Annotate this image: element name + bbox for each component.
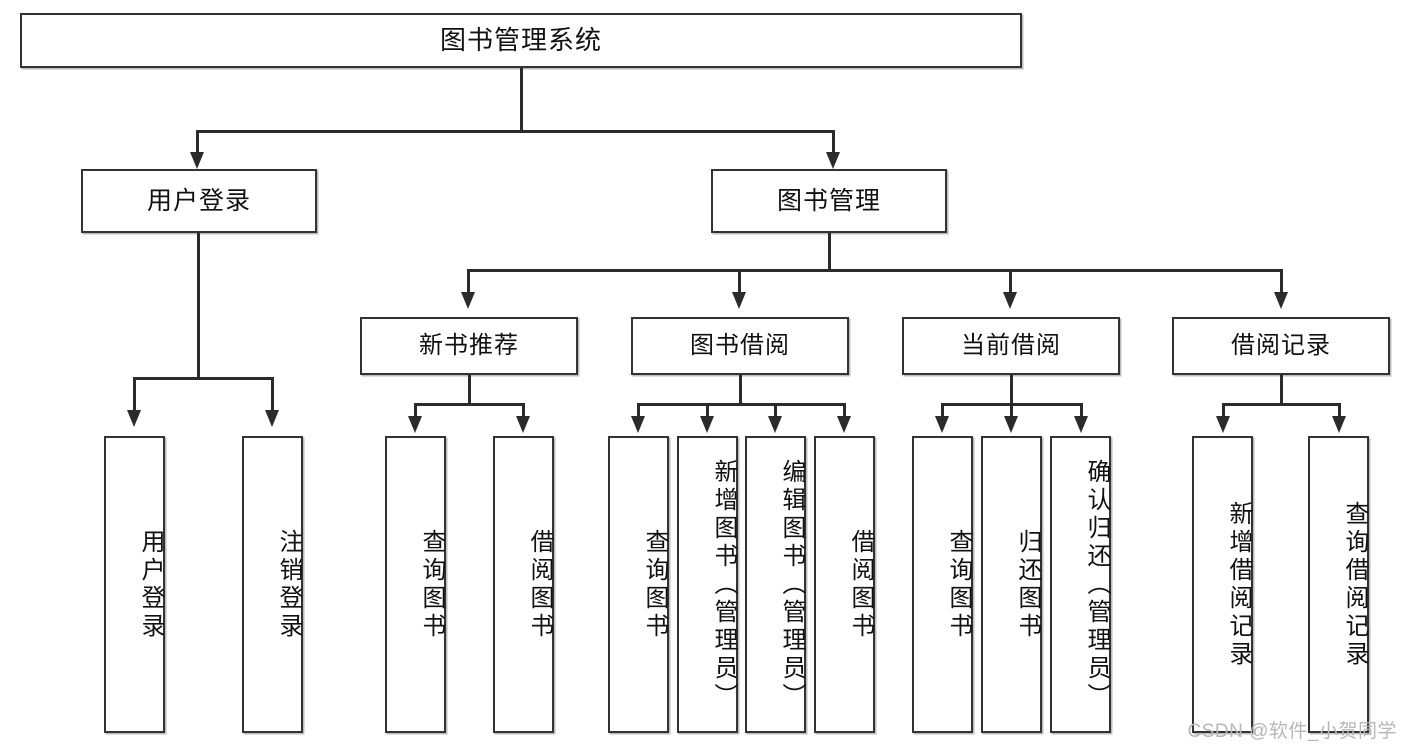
- node-label: 用户登录: [146, 187, 251, 215]
- edge-borrow-record-stem: [1280, 375, 1283, 405]
- arrow-book-borrow-leaf-3: [768, 416, 782, 433]
- node-label: 图书管理系统: [439, 24, 602, 55]
- leaf-borrow-record-add[interactable]: 新增借阅记录: [1192, 436, 1253, 733]
- arrow-to-book-borrow: [732, 292, 746, 309]
- edge-borrow-record-drop-2: [1338, 403, 1341, 420]
- arrow-to-user-login: [190, 152, 204, 169]
- edge-borrow-record-bus: [1222, 403, 1340, 406]
- edge-level2-bus: [467, 269, 1282, 272]
- edge-new-book-drop-2: [522, 403, 525, 420]
- arrow-borrow-record-leaf-1: [1216, 416, 1230, 433]
- node-label: 查询图书: [945, 528, 972, 641]
- node-label: 查询图书: [641, 528, 668, 641]
- node-label: 图书管理: [776, 187, 881, 215]
- node-label: 确认归还（管理员）: [1083, 458, 1110, 711]
- node-label: 查询借阅记录: [1341, 500, 1368, 669]
- edge-user-login-drop-1: [133, 377, 136, 413]
- arrow-current-borrow-leaf-3: [1074, 416, 1088, 433]
- edge-root-stem: [520, 68, 523, 130]
- edge-book-borrow-drop-1: [637, 403, 640, 420]
- node-label: 用户登录: [137, 528, 164, 641]
- arrow-user-login-leaf-1: [127, 410, 141, 427]
- edge-level2-drop-3: [1009, 269, 1012, 296]
- node-label: 新增图书（管理员）: [710, 458, 737, 711]
- edge-current-borrow-drop-1: [941, 403, 944, 420]
- arrow-to-borrow-record: [1274, 292, 1288, 309]
- edge-current-borrow-drop-3: [1080, 403, 1083, 420]
- edge-book-borrow-drop-4: [843, 403, 846, 420]
- arrow-book-borrow-leaf-2: [700, 416, 714, 433]
- leaf-current-borrow-confirm-return[interactable]: 确认归还（管理员）: [1050, 436, 1111, 733]
- arrow-new-book-leaf-1: [408, 416, 422, 433]
- leaf-book-borrow-add[interactable]: 新增图书（管理员）: [677, 436, 738, 733]
- edge-book-borrow-bus: [637, 403, 845, 406]
- csdn-watermark: CSDN @软件_小贺同学: [1187, 721, 1397, 742]
- arrow-book-borrow-leaf-1: [631, 416, 645, 433]
- edge-to-user-login: [196, 130, 199, 156]
- node-label: 当前借阅: [961, 331, 1061, 359]
- arrow-to-new-book-recommend: [461, 292, 475, 309]
- arrow-user-login-leaf-2: [265, 410, 279, 427]
- edge-user-login-bus: [133, 377, 273, 380]
- leaf-book-borrow-borrow[interactable]: 借阅图书: [814, 436, 875, 733]
- node-label: 查询图书: [418, 528, 445, 641]
- leaf-current-borrow-query[interactable]: 查询图书: [912, 436, 973, 733]
- node-label: 归还图书: [1014, 528, 1041, 641]
- node-label: 借阅图书: [526, 528, 553, 641]
- edge-book-borrow-drop-2: [706, 403, 709, 420]
- edge-level2-drop-2: [738, 269, 741, 296]
- edge-user-login-stem: [197, 233, 200, 379]
- edge-to-book-management: [832, 130, 835, 156]
- edge-current-borrow-stem: [1010, 375, 1013, 405]
- arrow-to-book-management: [826, 152, 840, 169]
- edge-new-book-stem: [468, 375, 471, 405]
- node-label: 编辑图书（管理员）: [778, 458, 805, 711]
- leaf-current-borrow-return[interactable]: 归还图书: [981, 436, 1042, 733]
- node-user-login[interactable]: 用户登录: [81, 169, 317, 233]
- node-new-book-recommend[interactable]: 新书推荐: [360, 317, 578, 375]
- node-label: 注销登录: [275, 528, 302, 641]
- node-root-book-management-system[interactable]: 图书管理系统: [20, 13, 1022, 68]
- leaf-book-borrow-edit[interactable]: 编辑图书（管理员）: [745, 436, 806, 733]
- edge-borrow-record-drop-1: [1222, 403, 1225, 420]
- arrow-book-borrow-leaf-4: [837, 416, 851, 433]
- leaf-user-login-login[interactable]: 用户登录: [104, 436, 165, 733]
- edge-book-borrow-stem: [739, 375, 742, 405]
- edge-level1-bus: [196, 130, 834, 133]
- edge-user-login-drop-2: [271, 377, 274, 413]
- edge-new-book-drop-1: [414, 403, 417, 420]
- edge-level2-drop-1: [467, 269, 470, 296]
- leaf-book-borrow-query[interactable]: 查询图书: [608, 436, 669, 733]
- edge-book-borrow-drop-3: [774, 403, 777, 420]
- leaf-new-book-borrow[interactable]: 借阅图书: [493, 436, 554, 733]
- node-current-borrow[interactable]: 当前借阅: [902, 317, 1120, 375]
- leaf-user-login-logout[interactable]: 注销登录: [242, 436, 303, 733]
- node-label: 新书推荐: [419, 331, 519, 359]
- edge-new-book-bus: [414, 403, 524, 406]
- leaf-borrow-record-query[interactable]: 查询借阅记录: [1308, 436, 1369, 733]
- node-book-borrow[interactable]: 图书借阅: [631, 317, 849, 375]
- edge-level2-drop-4: [1280, 269, 1283, 296]
- node-book-management[interactable]: 图书管理: [711, 169, 947, 233]
- node-label: 借阅记录: [1231, 331, 1331, 359]
- node-borrow-record[interactable]: 借阅记录: [1172, 317, 1390, 375]
- arrow-new-book-leaf-2: [516, 416, 530, 433]
- arrow-current-borrow-leaf-2: [1004, 416, 1018, 433]
- node-label: 借阅图书: [847, 528, 874, 641]
- arrow-borrow-record-leaf-2: [1332, 416, 1346, 433]
- node-label: 新增借阅记录: [1225, 500, 1252, 669]
- edge-book-management-stem: [828, 233, 831, 270]
- leaf-new-book-query[interactable]: 查询图书: [385, 436, 446, 733]
- node-label: 图书借阅: [690, 331, 790, 359]
- arrow-current-borrow-leaf-1: [935, 416, 949, 433]
- edge-current-borrow-drop-2: [1010, 403, 1013, 420]
- arrow-to-current-borrow: [1003, 292, 1017, 309]
